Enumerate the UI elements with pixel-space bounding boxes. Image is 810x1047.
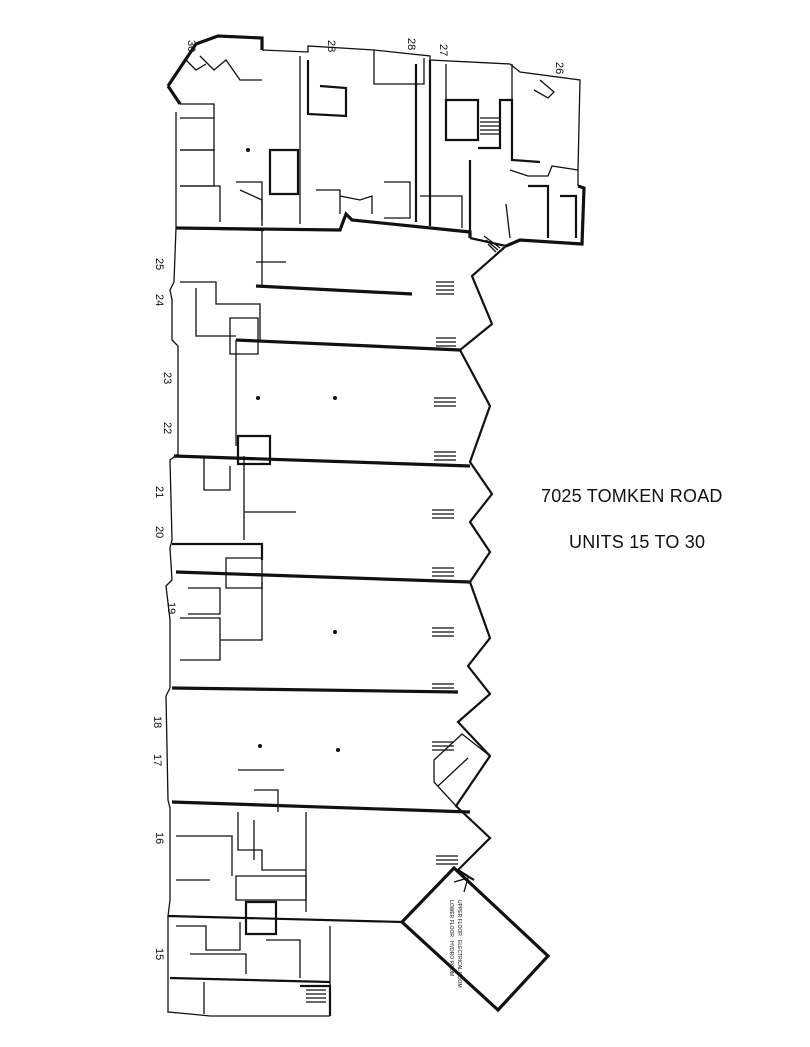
unit-label-17: 17 (151, 754, 163, 766)
unit-label-20: 20 (153, 526, 165, 538)
unit-label-22: 22 (161, 422, 173, 434)
unit-label-19: 19 (165, 602, 177, 614)
unit-label-18: 18 (151, 716, 163, 728)
unit-label-15: 15 (153, 948, 165, 960)
top-block (166, 34, 586, 253)
note-upper: UPPER FLOOR : ELECTRICAL ROOM (456, 900, 462, 988)
main-spine (165, 148, 509, 1017)
stairs-facade (432, 281, 458, 865)
unit-label-30: 30 (185, 40, 197, 52)
stair-top (480, 117, 501, 253)
unit-label-27: 27 (437, 44, 449, 56)
plan-subtitle: UNITS 15 TO 30 (569, 532, 706, 552)
unit-label-26: 26 (553, 62, 565, 74)
unit-label-16: 16 (153, 832, 165, 844)
plan-title: 7025 TOMKEN ROAD (541, 486, 723, 506)
note-lower: LOWER FLOOR : HYDRO ROOM (448, 900, 454, 976)
unit-label-28a: 28 (325, 40, 337, 52)
unit-label-28b: 28 (405, 38, 417, 50)
unit-label-24: 24 (153, 294, 165, 306)
unit-label-25: 25 (153, 258, 165, 270)
unit-label-21: 21 (153, 486, 165, 498)
electrical-room: UPPER FLOOR : ELECTRICAL ROOM LOWER FLOO… (399, 865, 551, 1013)
unit-label-23: 23 (161, 372, 173, 384)
unit-labels: 30 28 28 27 26 25 24 23 22 21 20 19 18 1… (151, 38, 565, 960)
